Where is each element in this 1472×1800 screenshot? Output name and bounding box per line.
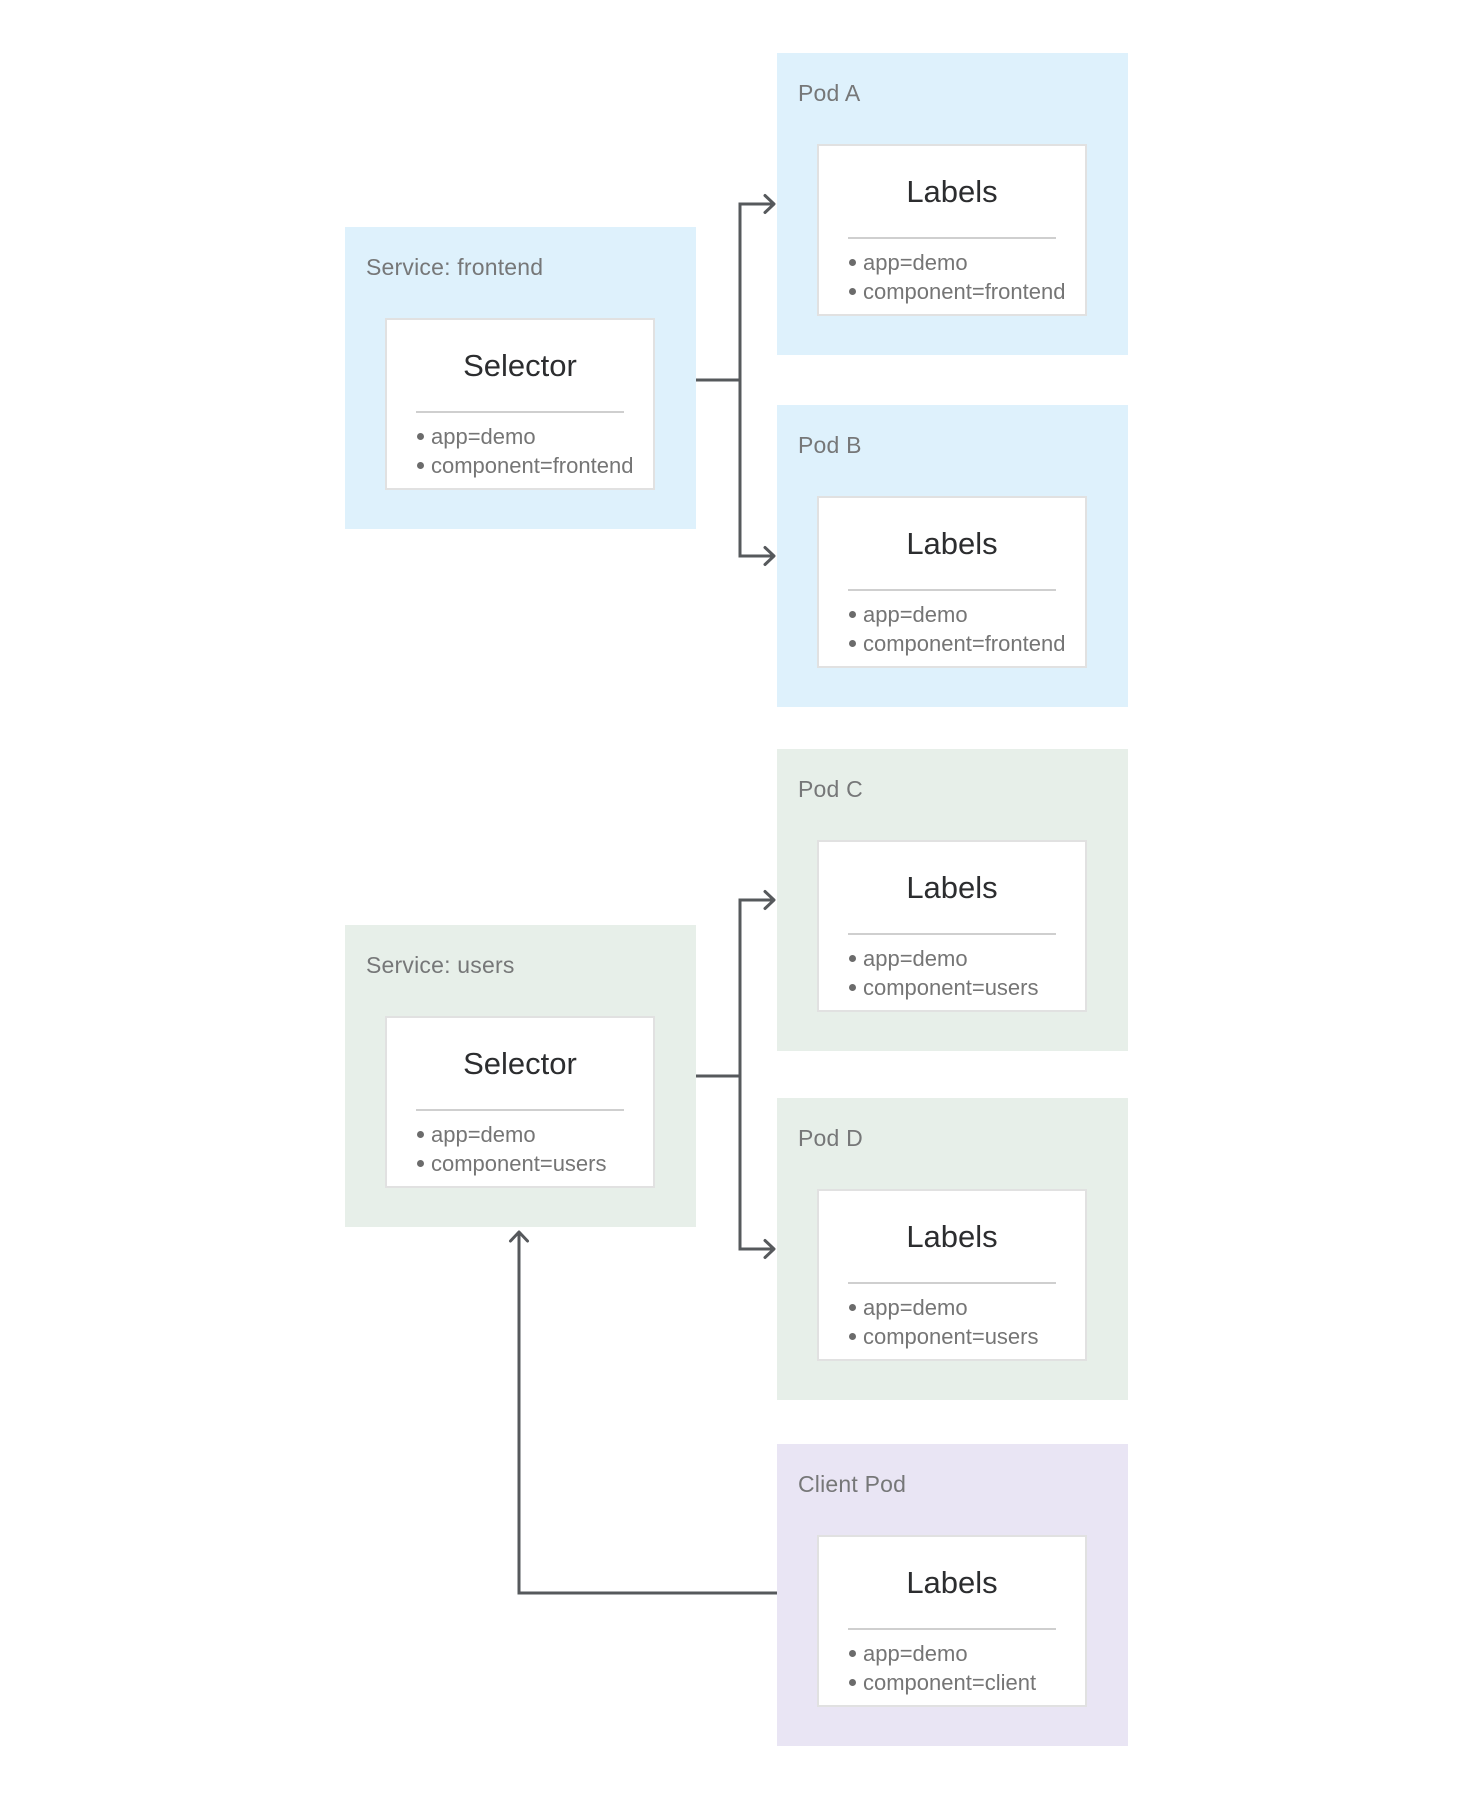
labels-list: app=demo component=users	[819, 1293, 1085, 1351]
card-divider	[416, 411, 624, 413]
pod-a-label: Pod A	[798, 80, 861, 106]
card-divider	[848, 1628, 1056, 1630]
pod-b-group: Pod B Labels app=demo component=frontend	[777, 405, 1128, 707]
selector-list: app=demo component=users	[387, 1120, 653, 1178]
label-item: app=demo	[387, 1120, 653, 1149]
card-divider	[848, 237, 1056, 239]
labels-heading: Labels	[906, 1565, 998, 1600]
service-frontend-selector-card: Selector app=demo component=frontend	[385, 318, 655, 490]
pod-a-group: Pod A Labels app=demo component=frontend	[777, 53, 1128, 355]
edge-users-to-pod-c	[738, 890, 776, 1076]
label-item: component=client	[819, 1668, 1085, 1697]
labels-list: app=demo component=users	[819, 944, 1085, 1002]
service-frontend-label: Service: frontend	[366, 254, 544, 280]
labels-heading: Labels	[906, 174, 998, 209]
label-item: component=frontend	[819, 277, 1085, 306]
pod-d-group: Pod D Labels app=demo component=users	[777, 1098, 1128, 1400]
card-divider	[416, 1109, 624, 1111]
client-pod-labels-card: Labels app=demo component=client	[817, 1535, 1087, 1707]
labels-list: app=demo component=client	[819, 1639, 1085, 1697]
pod-c-group: Pod C Labels app=demo component=users	[777, 749, 1128, 1051]
label-item: component=users	[819, 1322, 1085, 1351]
label-item: app=demo	[819, 1639, 1085, 1668]
client-pod-label: Client Pod	[798, 1471, 907, 1497]
client-pod-group: Client Pod Labels app=demo component=cli…	[777, 1444, 1128, 1746]
labels-heading: Labels	[906, 870, 998, 905]
selector-heading: Selector	[463, 1046, 577, 1081]
card-divider	[848, 1282, 1056, 1284]
labels-heading: Labels	[906, 526, 998, 561]
pod-d-labels-card: Labels app=demo component=users	[817, 1189, 1087, 1361]
labels-list: app=demo component=frontend	[819, 248, 1085, 306]
labels-list: app=demo component=frontend	[819, 600, 1085, 658]
label-item: app=demo	[819, 248, 1085, 277]
pod-b-labels-card: Labels app=demo component=frontend	[817, 496, 1087, 668]
label-item: component=users	[387, 1149, 653, 1178]
label-item: component=frontend	[819, 629, 1085, 658]
selector-heading: Selector	[463, 348, 577, 383]
selector-list: app=demo component=frontend	[387, 422, 653, 480]
pod-c-label: Pod C	[798, 776, 863, 802]
labels-heading: Labels	[906, 1219, 998, 1254]
label-item: app=demo	[819, 1293, 1085, 1322]
pod-c-labels-card: Labels app=demo component=users	[817, 840, 1087, 1012]
edge-frontend-to-pod-a	[738, 194, 776, 380]
pod-b-label: Pod B	[798, 432, 862, 458]
service-frontend-group: Service: frontend Selector app=demo comp…	[345, 227, 696, 529]
label-item: app=demo	[819, 600, 1085, 629]
pod-a-labels-card: Labels app=demo component=frontend	[817, 144, 1087, 316]
card-divider	[848, 589, 1056, 591]
service-users-label: Service: users	[366, 952, 515, 978]
edge-client-to-service-users	[509, 1230, 777, 1595]
label-item: app=demo	[819, 944, 1085, 973]
service-users-group: Service: users Selector app=demo compone…	[345, 925, 696, 1227]
service-users-selector-card: Selector app=demo component=users	[385, 1016, 655, 1188]
edge-users-to-pod-d	[738, 1076, 776, 1259]
label-item: component=users	[819, 973, 1085, 1002]
label-item: app=demo	[387, 422, 653, 451]
label-item: component=frontend	[387, 451, 653, 480]
pod-d-label: Pod D	[798, 1125, 863, 1151]
card-divider	[848, 933, 1056, 935]
edge-frontend-to-pod-b	[738, 380, 776, 566]
